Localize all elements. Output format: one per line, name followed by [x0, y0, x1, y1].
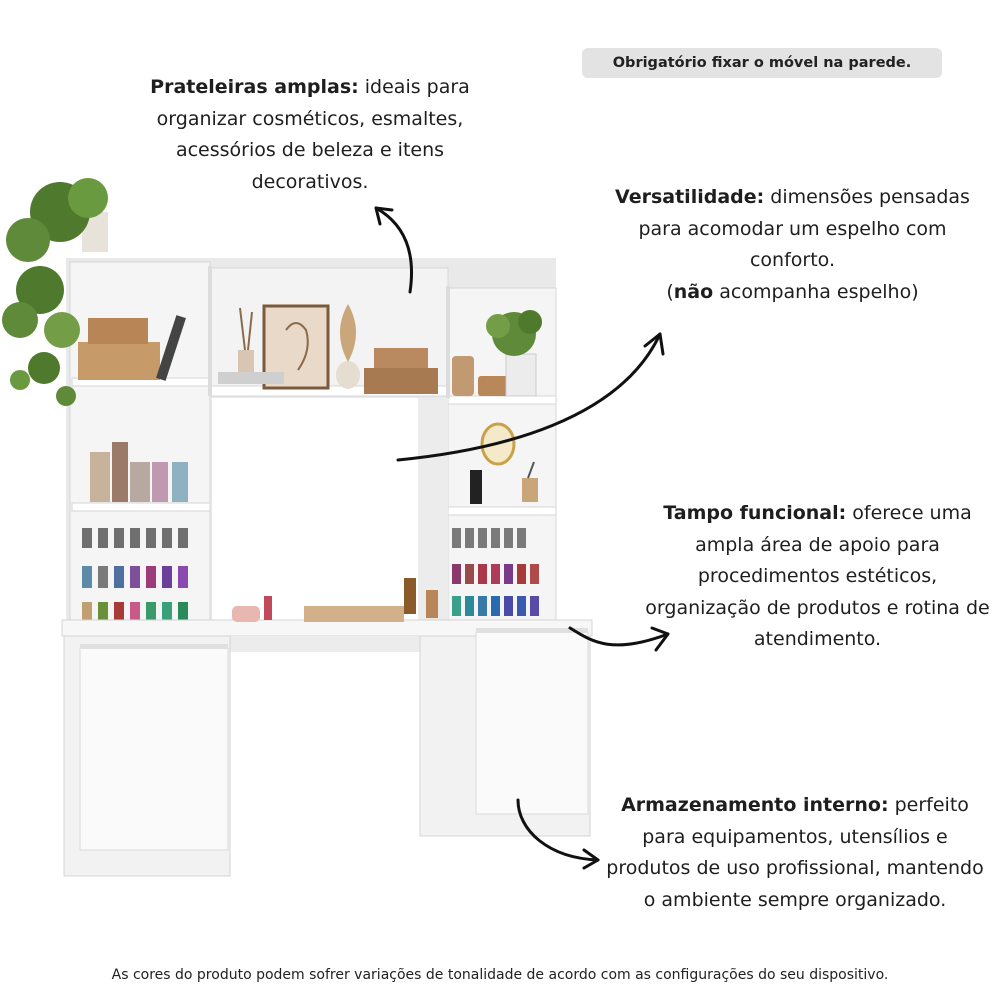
- arrow-storage-icon: [516, 798, 600, 862]
- callout-versatility-text: dimensões pensadas para acomodar um espe…: [638, 186, 970, 271]
- callout-desk-title: Tampo funcional:: [663, 502, 847, 524]
- arrow-shelves-icon: [374, 206, 413, 294]
- desk: [61, 619, 593, 877]
- callout-shelves-title: Prateleiras amplas:: [150, 76, 359, 98]
- callout-shelves-text: ideais para organizar cosméticos, esmalt…: [156, 76, 470, 193]
- hanging-plant: [2, 178, 108, 406]
- nail-polish-right: [452, 528, 539, 616]
- callout-desk-text: oferece uma ampla área de apoio para pro…: [645, 502, 990, 650]
- arrow-mirror-icon: [396, 332, 662, 462]
- disclaimer-footer: As cores do produto podem sofrer variaçõ…: [111, 967, 889, 983]
- callout-versatility: Versatilidade: dimensões pensadas para a…: [600, 182, 985, 308]
- nail-polish-left: [82, 528, 188, 624]
- wall-fixing-notice: Obrigatório fixar o móvel na parede.: [582, 48, 942, 78]
- arrow-desk-icon: [568, 626, 670, 647]
- callout-versatility-note: acompanha espelho): [713, 280, 919, 303]
- callout-storage: Armazenamento interno: perfeito para equ…: [600, 790, 990, 916]
- callout-storage-title: Armazenamento interno:: [621, 794, 889, 816]
- callout-shelves: Prateleiras amplas: ideais para organiza…: [120, 72, 500, 198]
- callout-versatility-open: (: [666, 280, 674, 303]
- callout-versatility-bold: não: [673, 280, 714, 303]
- callout-storage-text: perfeito para equipamentos, utensílios e…: [606, 794, 984, 911]
- callout-desk: Tampo funcional: oferece uma ampla área …: [640, 498, 995, 656]
- callout-versatility-title: Versatilidade:: [615, 186, 765, 208]
